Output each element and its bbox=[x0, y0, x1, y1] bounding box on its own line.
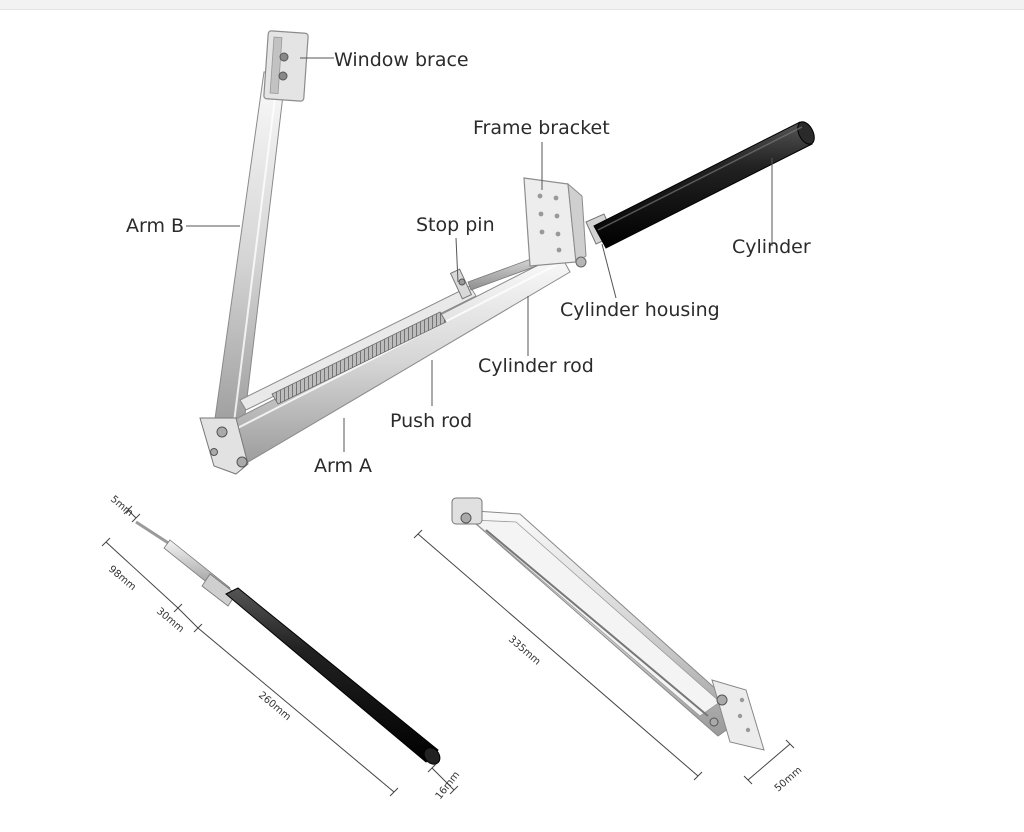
top-border bbox=[0, 0, 1024, 10]
label-arm-a: Arm A bbox=[314, 455, 372, 477]
window-brace-part bbox=[263, 30, 309, 102]
label-frame-bracket: Frame bracket bbox=[473, 117, 610, 139]
cylinder-detail bbox=[135, 520, 441, 765]
dim-bracket-width: 50mm bbox=[773, 765, 805, 794]
dim-body: 260mm bbox=[256, 690, 293, 723]
leader-lines bbox=[186, 57, 773, 452]
frame-bracket-part bbox=[523, 177, 587, 268]
label-window-brace: Window brace bbox=[334, 49, 469, 71]
label-cylinder: Cylinder bbox=[732, 236, 811, 258]
dim-tip: 5mm bbox=[108, 494, 135, 519]
stop-pin-part bbox=[449, 268, 473, 300]
main-assembly bbox=[199, 30, 815, 475]
arm-dimension-lines bbox=[413, 529, 795, 785]
label-stop-pin: Stop pin bbox=[416, 214, 495, 236]
hinge-joint bbox=[199, 417, 249, 475]
dim-total: 98mm bbox=[106, 564, 138, 593]
arm-detail bbox=[451, 497, 765, 751]
push-rod-part bbox=[239, 285, 477, 411]
label-cylinder-housing: Cylinder housing bbox=[560, 299, 720, 321]
label-arm-b: Arm B bbox=[126, 215, 184, 237]
label-push-rod: Push rod bbox=[390, 410, 472, 432]
cylinder-dimension-lines bbox=[101, 505, 459, 797]
dim-arm-length: 335mm bbox=[506, 634, 542, 668]
dim-rod-section: 30mm bbox=[154, 606, 186, 635]
spring bbox=[271, 311, 447, 405]
cylinder-part bbox=[593, 121, 815, 249]
label-cylinder-rod: Cylinder rod bbox=[478, 355, 594, 377]
